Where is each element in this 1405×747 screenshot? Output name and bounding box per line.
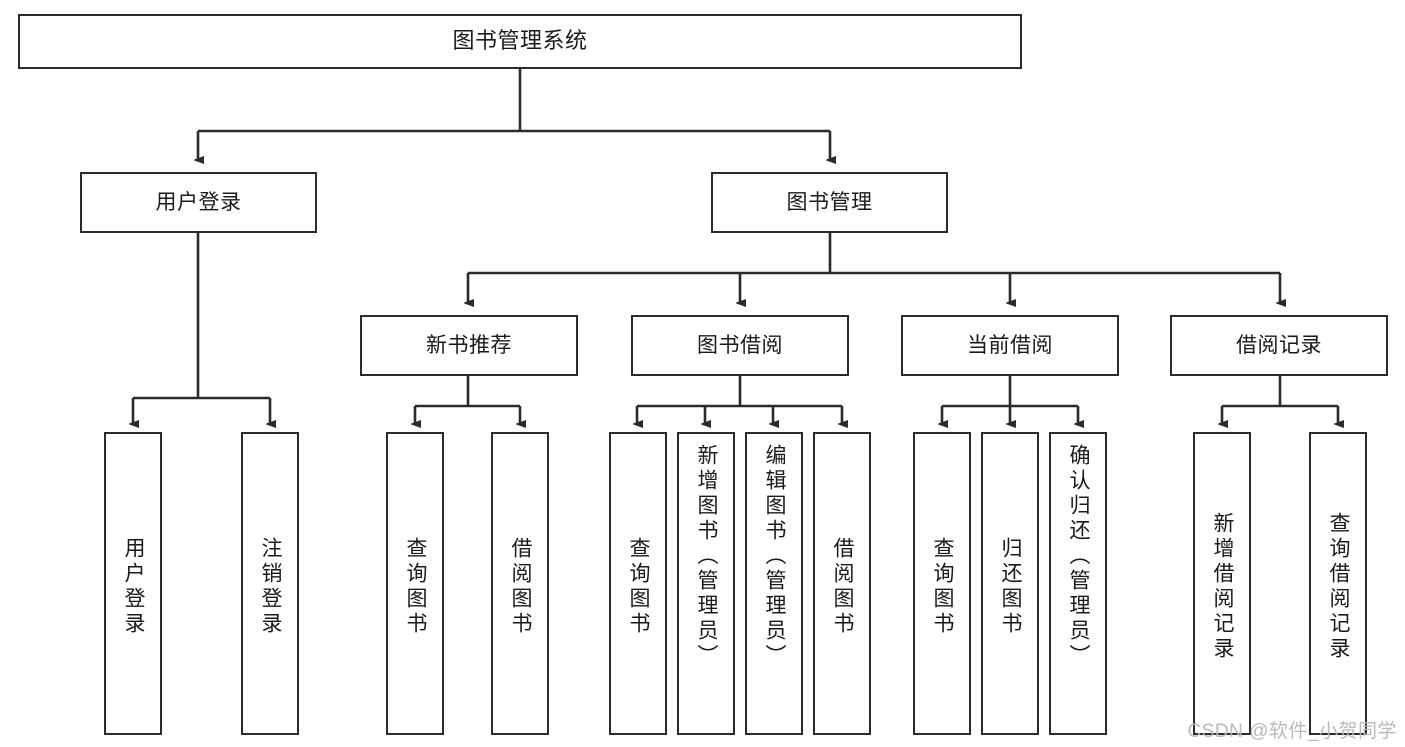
node-label: 借阅记录 — [1236, 333, 1322, 357]
node-label: 查询图书 — [931, 536, 955, 637]
leaf-query-borrow-record[interactable]: 查询借阅记录 — [1309, 432, 1367, 735]
leaf-edit-book-admin[interactable]: 编辑图书（管理员） — [745, 432, 803, 735]
leaf-inner: 确认归还（管理员） — [1051, 440, 1105, 733]
leaf-inner: 编辑图书（管理员） — [747, 440, 801, 733]
leaf-inner: 查询图书 — [388, 440, 442, 733]
node-label: 新增借阅记录 — [1211, 511, 1235, 662]
node-user-login[interactable]: 用户登录 — [80, 172, 317, 233]
leaf-return-book[interactable]: 归还图书 — [981, 432, 1039, 735]
leaf-inner: 借阅图书 — [815, 440, 869, 733]
node-label: 注销登录 — [259, 536, 283, 637]
leaf-user-login[interactable]: 用户登录 — [104, 432, 162, 735]
node-new-book-recommend[interactable]: 新书推荐 — [360, 315, 578, 376]
node-borrow-record[interactable]: 借阅记录 — [1170, 315, 1388, 376]
leaf-borrow-book-recommend[interactable]: 借阅图书 — [491, 432, 549, 735]
leaf-add-borrow-record[interactable]: 新增借阅记录 — [1193, 432, 1251, 735]
leaf-user-logout[interactable]: 注销登录 — [241, 432, 299, 735]
leaf-inner: 查询图书 — [915, 440, 969, 733]
leaf-inner: 借阅图书 — [493, 440, 547, 733]
node-label: 用户登录 — [155, 190, 242, 214]
leaf-query-book-current[interactable]: 查询图书 — [913, 432, 971, 735]
leaf-add-book-admin[interactable]: 新增图书（管理员） — [677, 432, 735, 735]
node-book-management[interactable]: 图书管理 — [711, 172, 948, 233]
node-current-borrow[interactable]: 当前借阅 — [901, 315, 1119, 376]
node-label: 图书管理系统 — [452, 28, 588, 54]
leaf-inner: 新增图书（管理员） — [679, 440, 733, 733]
node-label: 借阅图书 — [831, 536, 855, 637]
node-root-book-management-system[interactable]: 图书管理系统 — [18, 14, 1022, 69]
node-label: 编辑图书（管理员） — [763, 444, 787, 669]
leaf-confirm-return-admin[interactable]: 确认归还（管理员） — [1049, 432, 1107, 735]
node-label: 新书推荐 — [426, 333, 512, 357]
node-label: 查询图书 — [627, 536, 651, 637]
leaf-inner: 查询借阅记录 — [1311, 440, 1365, 733]
node-label: 图书管理 — [786, 190, 873, 214]
node-label: 当前借阅 — [967, 333, 1053, 357]
leaf-inner: 新增借阅记录 — [1195, 440, 1249, 733]
node-label: 借阅图书 — [509, 536, 533, 637]
leaf-inner: 注销登录 — [243, 440, 297, 733]
leaf-query-book-recommend[interactable]: 查询图书 — [386, 432, 444, 735]
watermark-text: CSDN @软件_小贺同学 — [1187, 721, 1397, 742]
leaf-inner: 查询图书 — [611, 440, 665, 733]
node-label: 查询借阅记录 — [1327, 511, 1351, 662]
node-label: 确认归还（管理员） — [1067, 444, 1091, 669]
node-book-borrow[interactable]: 图书借阅 — [631, 315, 849, 376]
leaf-borrow-book[interactable]: 借阅图书 — [813, 432, 871, 735]
leaf-inner: 归还图书 — [983, 440, 1037, 733]
node-label: 用户登录 — [122, 536, 146, 637]
leaf-inner: 用户登录 — [106, 440, 160, 733]
leaf-query-book-borrow[interactable]: 查询图书 — [609, 432, 667, 735]
node-label: 归还图书 — [999, 536, 1023, 637]
node-label: 新增图书（管理员） — [695, 444, 719, 669]
node-label: 查询图书 — [404, 536, 428, 637]
node-label: 图书借阅 — [697, 333, 783, 357]
